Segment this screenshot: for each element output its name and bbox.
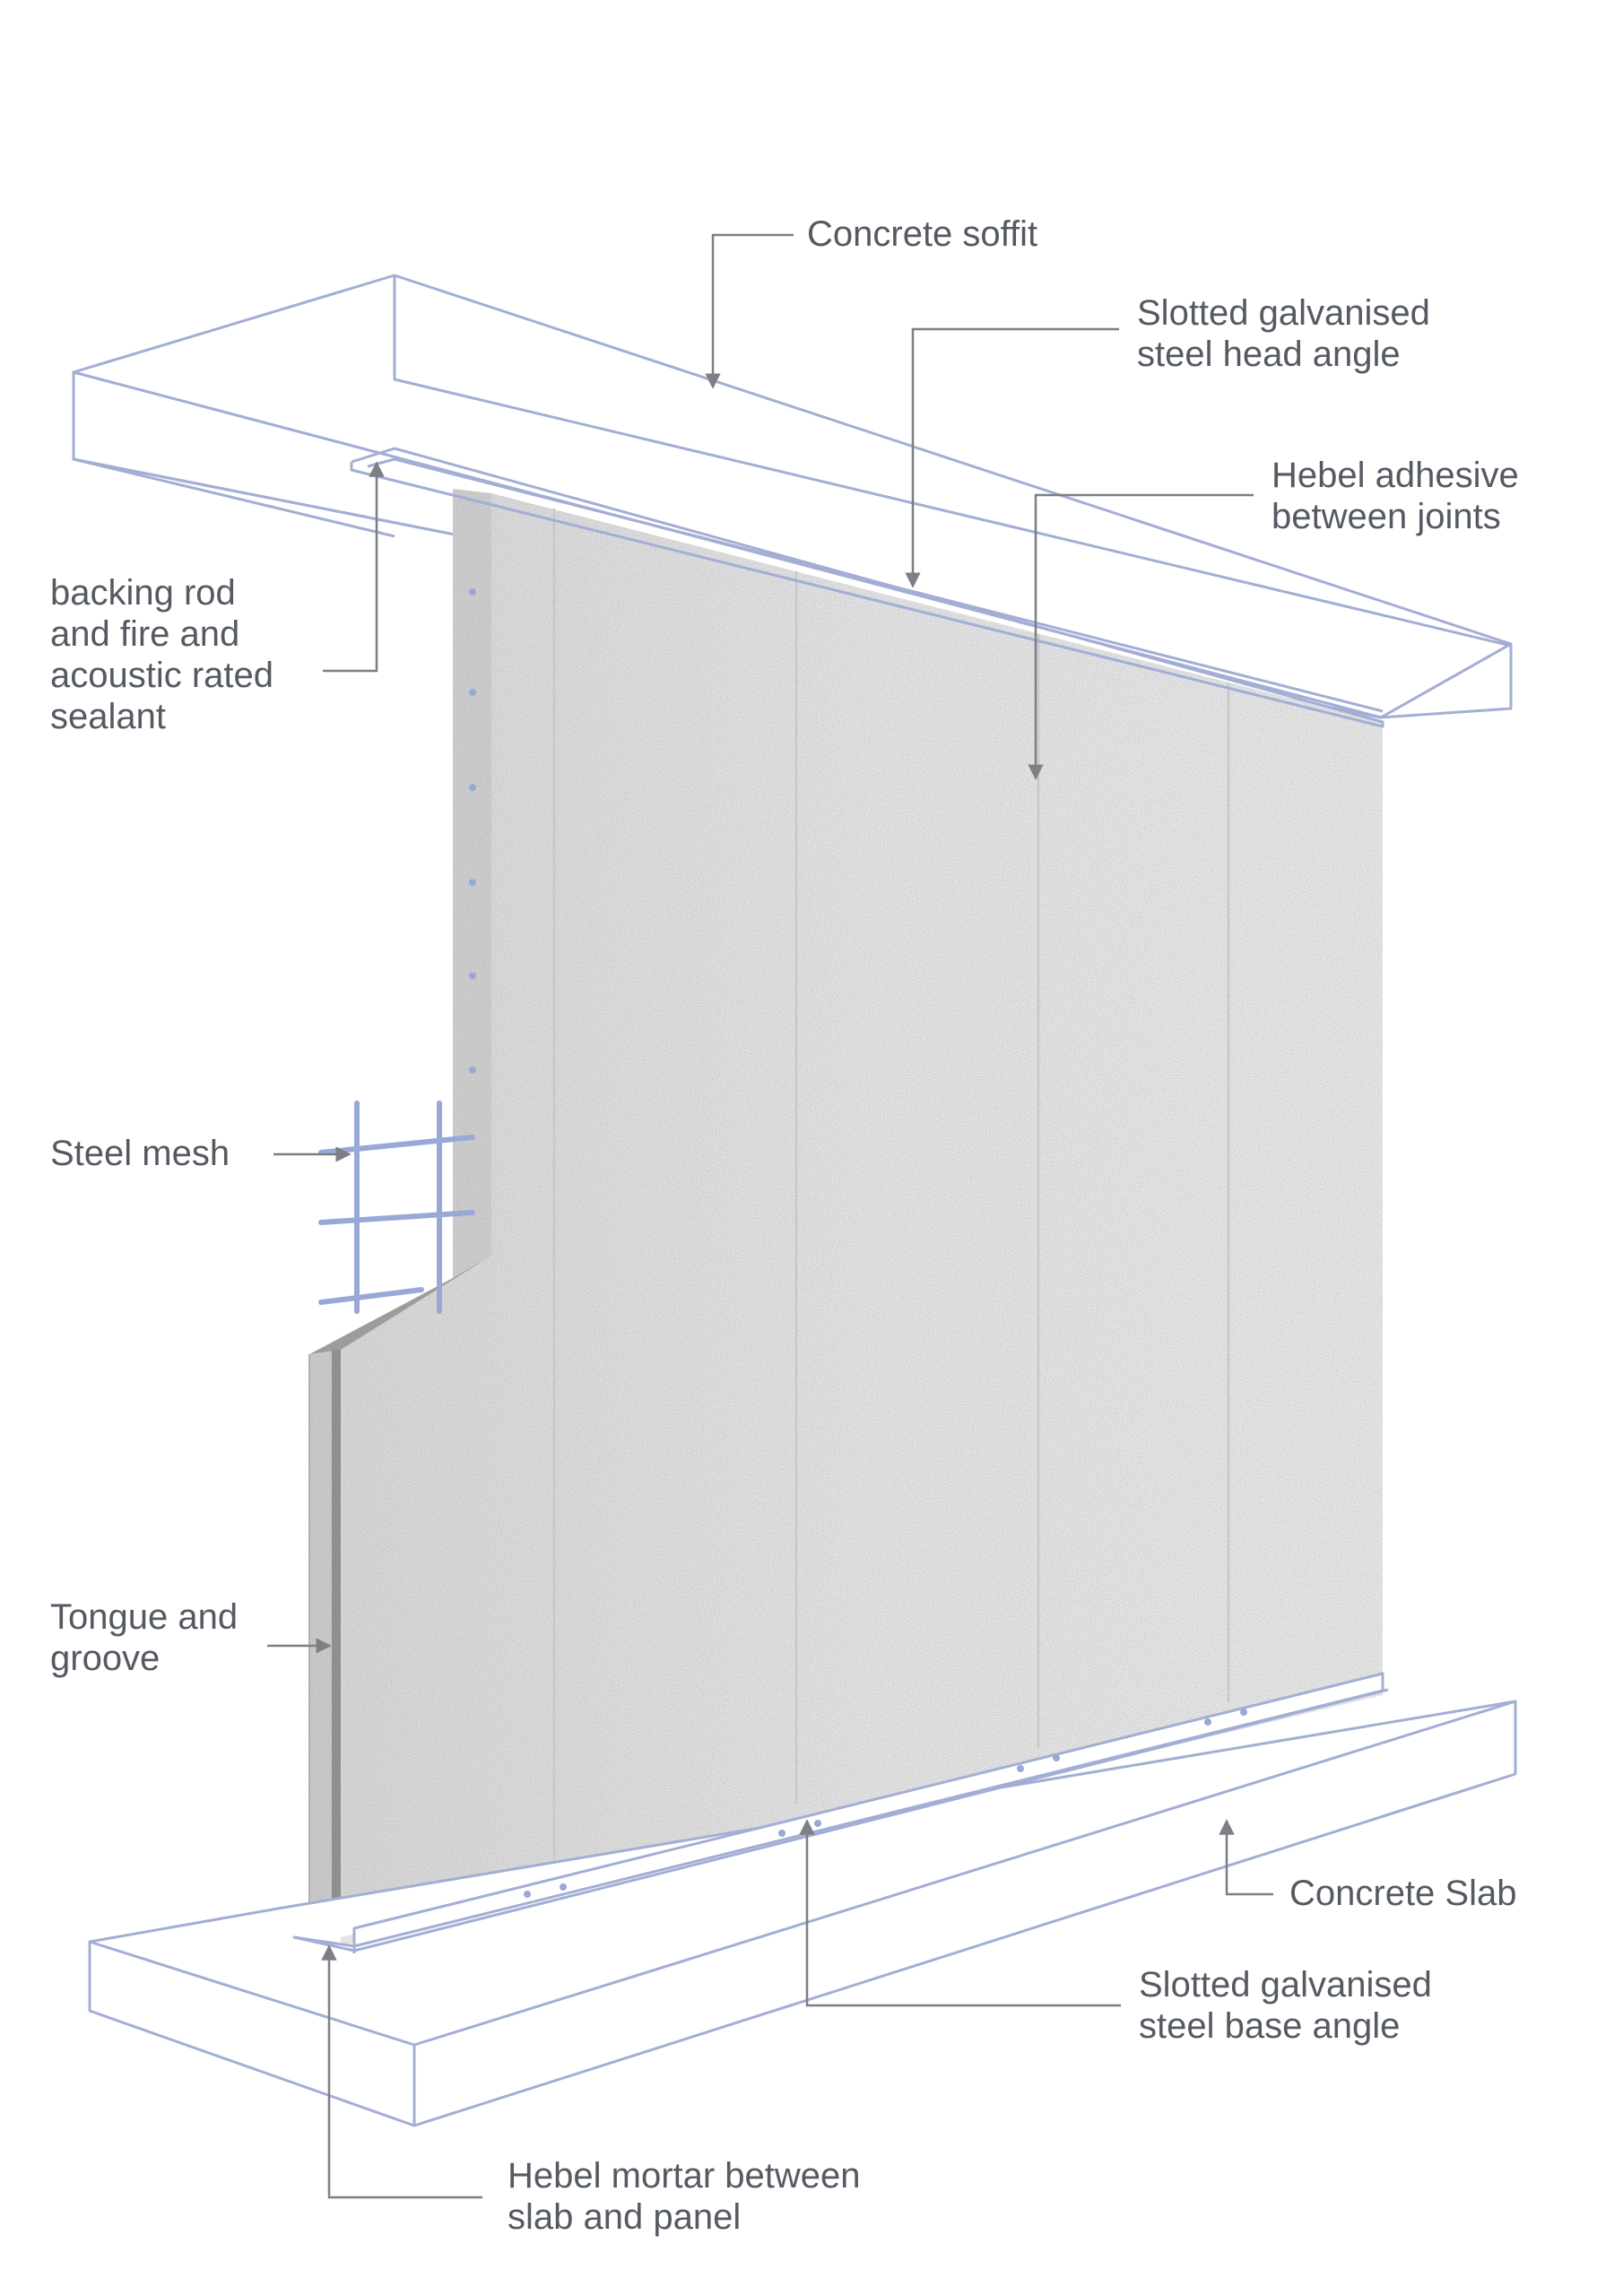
label-line: steel base angle	[1139, 2006, 1401, 2046]
label-line: Concrete Slab	[1289, 1874, 1517, 1913]
label-line: backing rod	[50, 573, 236, 613]
leader-backing-rod	[323, 461, 385, 673]
steel-base-angle-shape	[292, 1672, 1389, 1953]
label-line: acoustic rated	[50, 656, 274, 695]
panel-joints	[552, 509, 1230, 1862]
label-line: Hebel adhesive	[1271, 456, 1519, 495]
label-line: sealant	[50, 697, 166, 736]
label-line: Hebel mortar between	[508, 2156, 861, 2196]
label-steel-mesh: Steel mesh	[50, 1133, 230, 1174]
label-concrete-soffit: Concrete soffit	[807, 213, 1037, 255]
concrete-slab-shape	[88, 1700, 1517, 2127]
label-line: Slotted galvanised	[1139, 1965, 1432, 2005]
hebel-panel-wall	[308, 489, 1383, 1942]
label-line: slab and panel	[508, 2197, 742, 2237]
tongue-groove-strip	[332, 1350, 341, 1937]
label-line: between joints	[1271, 497, 1501, 536]
label-line: Slotted galvanised	[1137, 293, 1430, 333]
label-concrete-slab: Concrete Slab	[1289, 1873, 1516, 1914]
edge-dots	[469, 588, 476, 1074]
label-line: steel head angle	[1137, 335, 1401, 374]
leader-concrete-slab	[1219, 1819, 1273, 1896]
label-line: Tongue and	[50, 1597, 239, 1637]
leader-mortar	[321, 1944, 482, 2199]
label-line: groove	[50, 1639, 161, 1678]
leader-adhesive	[1028, 493, 1254, 780]
label-line: Steel mesh	[50, 1134, 230, 1173]
wall-front-face	[341, 493, 1383, 1937]
leader-base-angle	[799, 1819, 1121, 2007]
base-angle-dots	[524, 1709, 1247, 1898]
leader-head-angle	[905, 327, 1119, 588]
label-line: Concrete soffit	[807, 214, 1038, 254]
label-line: and fire and	[50, 614, 240, 654]
leader-concrete-soffit	[705, 233, 794, 389]
leader-lines	[267, 233, 1273, 2199]
